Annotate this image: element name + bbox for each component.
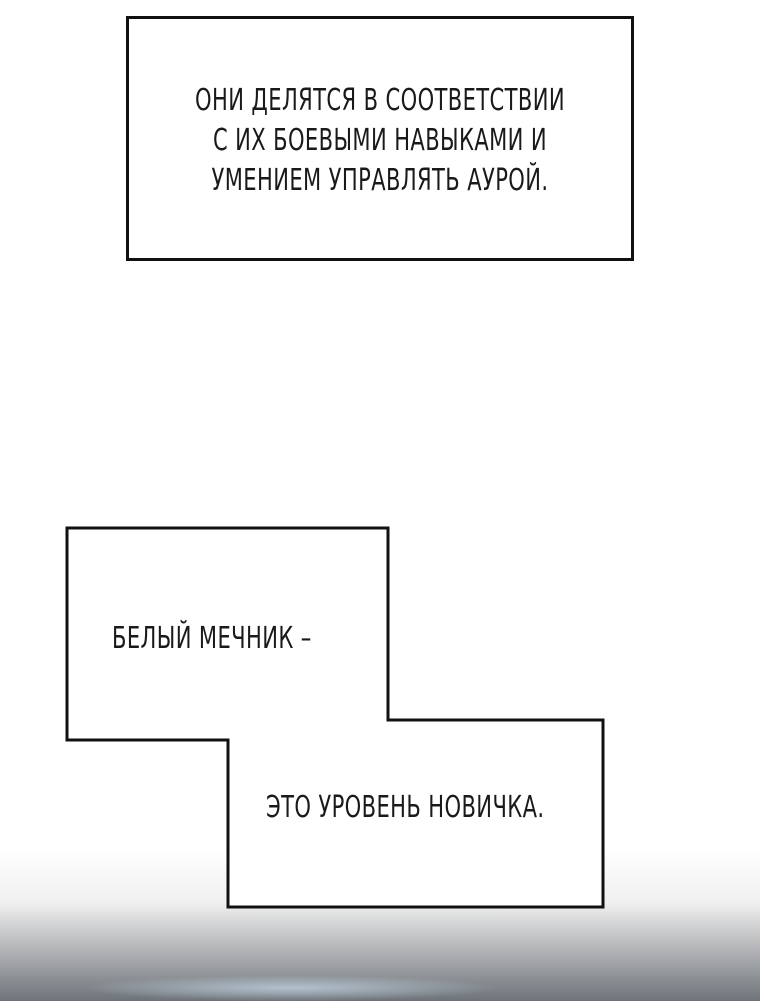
- caption-stepped-text-2: ЭТО УРОВЕНЬ НОВИЧКА.: [266, 790, 545, 825]
- caption-stepped-text-1: БЕЛЫЙ МЕЧНИК –: [112, 621, 312, 656]
- caption-box-top: ОНИ ДЕЛЯТСЯ В СООТВЕТСТВИИ С ИХ БОЕВЫМИ …: [126, 16, 634, 261]
- caption-top-line-3: УМЕНИЕМ УПРАВЛЯТЬ АУРОЙ.: [211, 163, 549, 198]
- caption-top-line-2: С ИХ БОЕВЫМИ НАВЫКАМИ И: [212, 123, 548, 158]
- caption-top-line-1: ОНИ ДЕЛЯТСЯ В СООТВЕТСТВИИ: [195, 83, 565, 118]
- panel-bottom-sheen: [80, 975, 500, 1001]
- caption-top-text: ОНИ ДЕЛЯТСЯ В СООТВЕТСТВИИ С ИХ БОЕВЫМИ …: [129, 81, 631, 201]
